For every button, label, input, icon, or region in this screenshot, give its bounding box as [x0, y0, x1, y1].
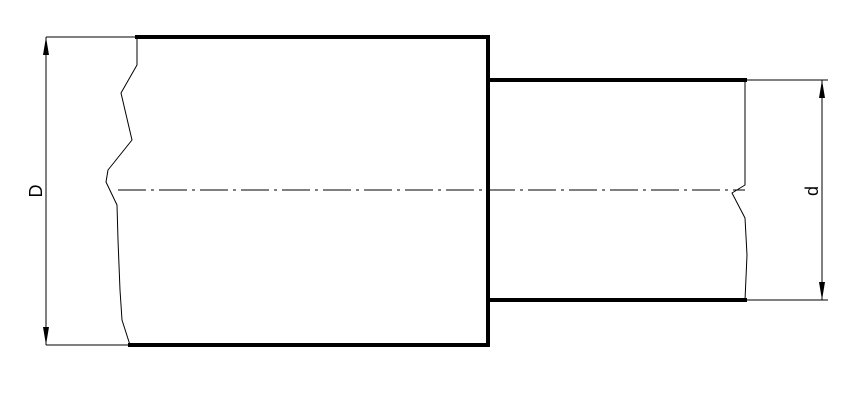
large-section: [105, 35, 490, 347]
dimension-small-diameter: d: [745, 79, 828, 301]
dimension-label-d: d: [802, 186, 822, 196]
small-section: [486, 78, 748, 302]
arrowhead-down-D: [43, 327, 49, 345]
arrowhead-up-d: [819, 80, 825, 98]
arrowhead-up-D: [43, 37, 49, 55]
dimension-large-diameter: D: [26, 36, 137, 346]
arrowhead-down-d: [819, 282, 825, 300]
large-section-break-line: [105, 37, 138, 346]
small-section-break-line: [731, 80, 748, 301]
dimension-label-D: D: [26, 185, 46, 198]
